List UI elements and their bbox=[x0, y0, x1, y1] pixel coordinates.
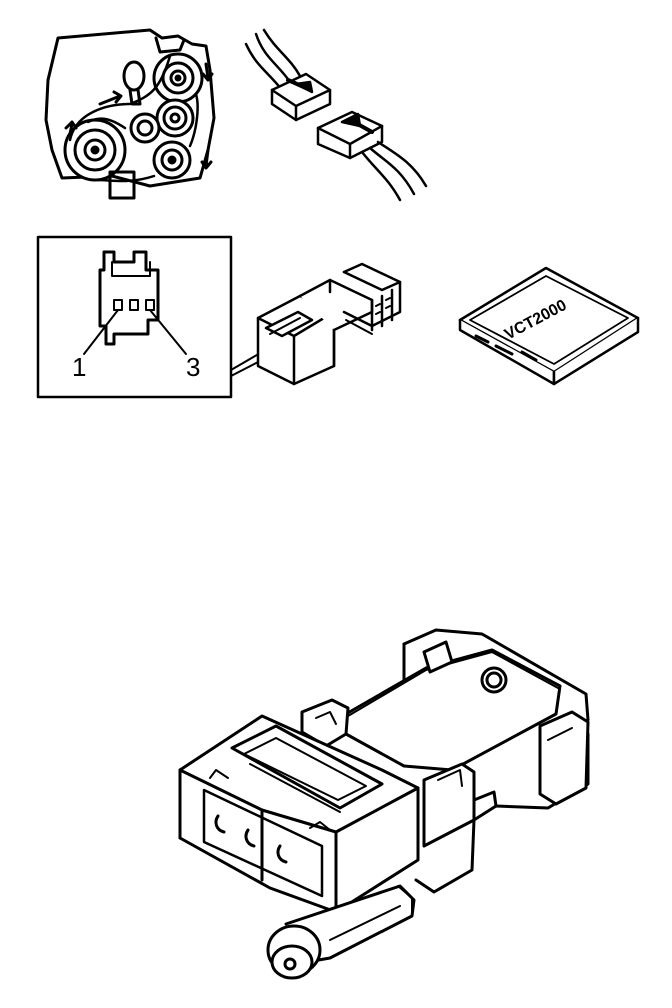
connector-pinout-icon: 1 3 bbox=[36, 235, 263, 399]
pin-3-label: 3 bbox=[186, 352, 200, 382]
connector-body-icon bbox=[256, 262, 402, 386]
engine-belt-drive-icon bbox=[44, 28, 216, 200]
vct2000-cartridge-icon: VCT2000 bbox=[458, 266, 640, 386]
connector-separation-icon bbox=[244, 28, 428, 202]
sensor-component-icon bbox=[178, 628, 590, 980]
pin-1-label: 1 bbox=[72, 352, 86, 382]
